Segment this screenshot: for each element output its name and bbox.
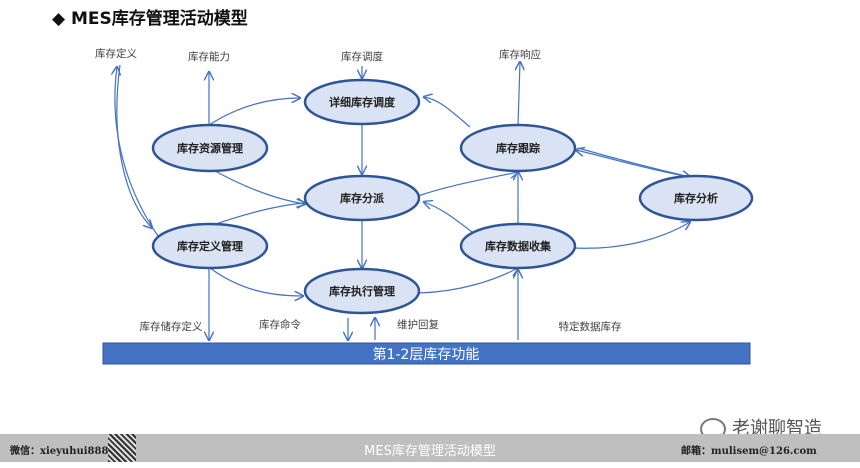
arrow-def-to-exec — [209, 267, 303, 296]
footer-wechat: 微信：xieyuhui888 — [10, 446, 109, 457]
qr-code-icon — [108, 434, 136, 462]
label-specific-data: 特定数据库存 — [559, 320, 622, 333]
node-label: 库存分析 — [674, 191, 718, 205]
node-resource-mgmt[interactable]: 库存资源管理 — [151, 123, 269, 173]
footer-bar — [0, 434, 860, 462]
arrow-dispatch-to-track — [417, 172, 518, 197]
node-label: 详细库存调度 — [329, 95, 396, 109]
level-bar-label: 第1-2层库存功能 — [373, 346, 480, 363]
arrow-exec-to-collect — [417, 268, 518, 294]
arrow-def-to-dispatch — [209, 203, 305, 227]
node-execution-mgmt[interactable]: 库存执行管理 — [303, 267, 421, 315]
node-definition-mgmt[interactable]: 库存定义管理 — [151, 222, 269, 270]
node-data-collection[interactable]: 库存数据收集 — [459, 222, 577, 270]
level-bar — [102, 342, 751, 365]
label-response: 库存响应 — [499, 48, 541, 61]
label-definition: 库存定义 — [95, 47, 137, 60]
arrow-collect-to-dispatch — [424, 202, 473, 233]
label-storage-definition: 库存储存定义 — [140, 320, 203, 333]
node-label: 库存数据收集 — [485, 239, 552, 253]
footer-email: 邮箱：mulisem@126.com — [681, 446, 817, 457]
node-analysis[interactable]: 库存分析 — [638, 174, 754, 222]
node-label: 库存定义管理 — [177, 239, 243, 253]
label-command: 库存命令 — [259, 318, 301, 331]
arrow-res-to-dispatch — [214, 170, 305, 204]
node-label: 库存分派 — [340, 191, 385, 205]
page-title: ◆ MES库存管理活动模型 — [52, 9, 248, 29]
arrow-definition — [116, 64, 152, 228]
label-maintenance-reply: 维护回复 — [397, 318, 439, 331]
node-dispatch[interactable]: 库存分派 — [303, 174, 421, 222]
label-capability: 库存能力 — [188, 50, 230, 63]
node-label: 库存跟踪 — [496, 141, 540, 155]
arrow-track-to-detail — [424, 97, 471, 128]
node-detail-schedule[interactable]: 详细库存调度 — [303, 78, 421, 126]
label-schedule: 库存调度 — [341, 50, 383, 63]
footer-title: MES库存管理活动模型 — [364, 444, 496, 459]
arrows — [115, 62, 690, 340]
arrow-collect-to-analysis — [573, 222, 690, 249]
node-label: 库存资源管理 — [177, 141, 243, 155]
node-label: 库存执行管理 — [329, 284, 395, 298]
arrow-response — [518, 62, 520, 126]
arrow-analysis-to-track — [576, 150, 691, 178]
node-tracking[interactable]: 库存跟踪 — [459, 123, 577, 173]
brand-text: 老谢聊智造 — [732, 418, 822, 439]
arrow-res-to-detail — [208, 98, 300, 126]
arrow-to-definition — [115, 67, 159, 237]
arrow-track-to-analysis — [577, 147, 690, 177]
